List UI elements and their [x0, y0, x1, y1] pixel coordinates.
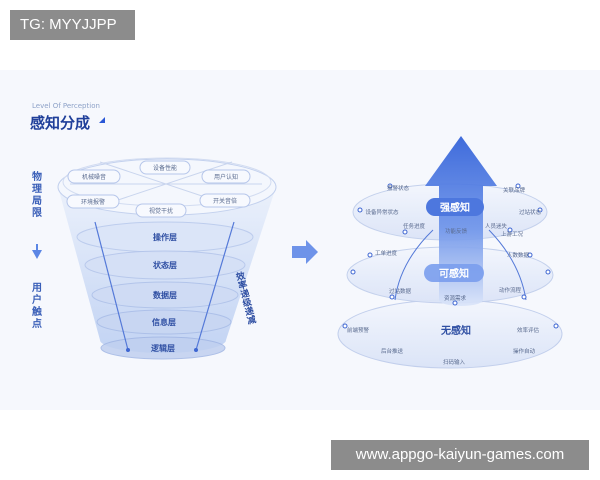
top-item-brand: 关联品牌: [503, 186, 526, 194]
funnel-item-visual: 视觉干扰: [149, 207, 173, 215]
bottom-item-warning: 前端预警: [347, 326, 370, 334]
mid-item-workorder: 工单进度: [375, 249, 398, 257]
funnel-layer-operation: 操作层: [153, 232, 177, 242]
top-item-feedback: 功能反馈: [445, 227, 468, 235]
watermark-top: TG: MYYJJPP: [10, 10, 135, 40]
top-item-device-abnormal: 设备异常状态: [365, 208, 399, 216]
mid-item-flow: 动作流程: [499, 286, 522, 294]
bottom-item-auto: 操作自动: [513, 347, 536, 355]
funnel-layer-logic: 逻辑层: [150, 343, 175, 353]
bottom-item-efficiency: 效率评估: [517, 326, 540, 334]
transition-arrow-icon: [292, 240, 318, 264]
down-arrow-stem: [36, 244, 38, 250]
top-item-alarm: 报警状态: [387, 184, 410, 192]
funnel-item-env: 环境报警: [81, 198, 105, 206]
side-label-top: 物理局限: [32, 172, 42, 219]
funnel-layer-data: 数据层: [153, 290, 177, 300]
funnel-layer-info: 信息层: [152, 317, 176, 327]
side-label-bottom: 用户触点: [32, 283, 42, 330]
corner-mark-icon: [99, 117, 105, 123]
big-up-arrow-icon: [425, 136, 497, 306]
mid-item-resource: 资源需求: [444, 294, 467, 302]
level-perceivable: 可感知: [439, 267, 469, 280]
level-strong: 强感知: [440, 201, 470, 214]
top-item-station: 过站状态: [519, 208, 542, 216]
funnel-item-switch: 开关音倍: [213, 197, 237, 205]
funnel-item-noise: 机械噪音: [82, 173, 106, 181]
top-item-lost: 人员迷失: [485, 222, 508, 230]
watermark-bottom: www.appgo-kaiyun-games.com: [331, 440, 589, 470]
mid-item-headcount: 人数数据: [507, 251, 530, 259]
funnel-top-pills: [66, 160, 251, 218]
down-arrow-icon: [32, 250, 42, 259]
mid-item-station-data: 过站数据: [389, 287, 412, 295]
diagram-subtitle: Level Of Perception: [32, 102, 100, 110]
level-none: 无感知: [440, 324, 471, 337]
diagram-title: 感知分成: [30, 114, 91, 132]
top-item-task: 任务进度: [403, 222, 426, 230]
funnel-item-device: 设备性能: [153, 164, 177, 172]
bottom-item-push: 后台推送: [381, 347, 404, 355]
funnel-item-cognition: 用户认知: [214, 173, 238, 181]
top-item-upstream: 上游工况: [501, 230, 524, 238]
bottom-item-scan: 扫码输入: [443, 358, 466, 366]
funnel-layer-status: 状态层: [153, 260, 177, 270]
